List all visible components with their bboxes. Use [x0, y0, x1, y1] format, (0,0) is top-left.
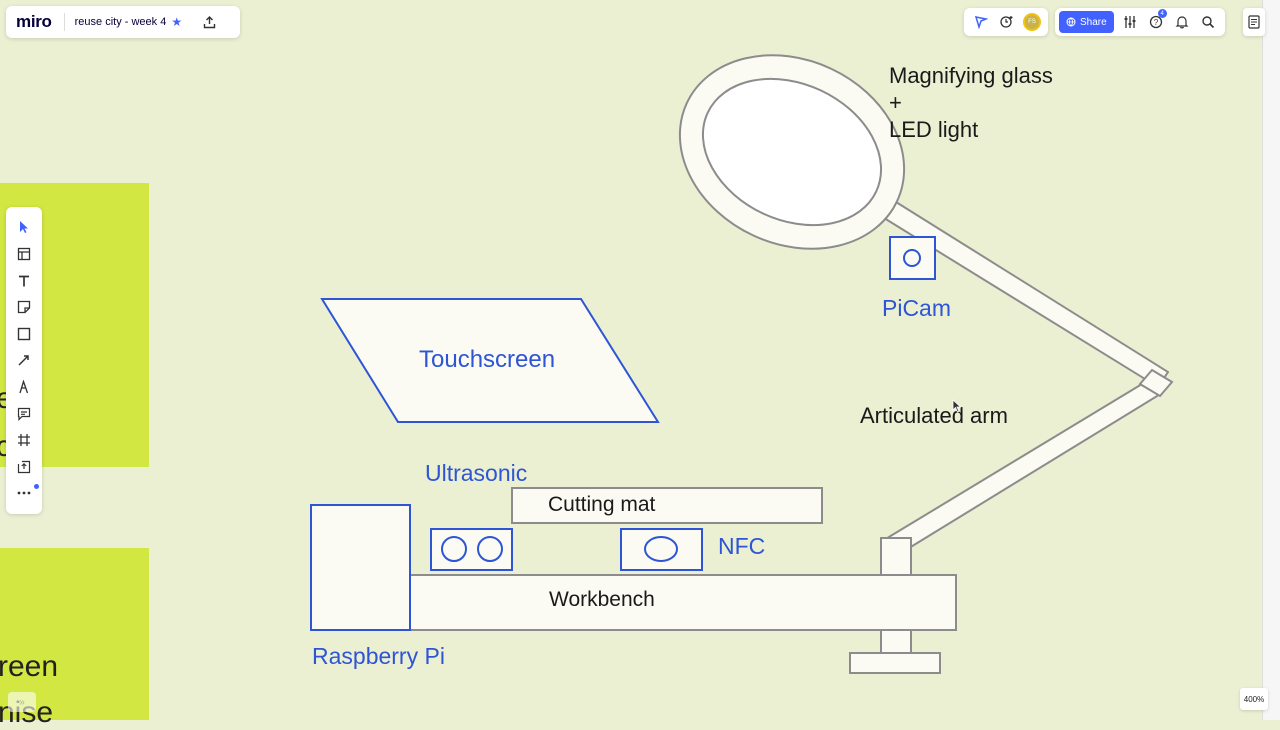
raspberry-pi-shape: [310, 504, 411, 631]
collaboration-toolbar: FS: [964, 8, 1048, 36]
board-title[interactable]: reuse city - week 4: [74, 16, 167, 28]
picam-label[interactable]: PiCam: [882, 295, 952, 321]
picam-shape: [889, 236, 936, 280]
cutting-mat-shape: [511, 487, 823, 524]
tool-connection-line[interactable]: [14, 350, 34, 370]
frame-icon: [18, 434, 30, 446]
articulated-arm-label[interactable]: Articulated arm: [860, 403, 1008, 428]
divider: [63, 13, 65, 31]
search-icon: [1201, 16, 1214, 29]
new-feature-dot: [34, 484, 39, 489]
magnifier-label-line2[interactable]: +: [889, 90, 902, 115]
zoom-level[interactable]: 400%: [1240, 688, 1268, 710]
tool-frame[interactable]: [14, 430, 34, 450]
main-toolbar-right: Share ? 4: [1055, 8, 1225, 36]
text-icon: [19, 275, 29, 287]
workbench-label[interactable]: Workbench: [549, 588, 655, 611]
sticky-note[interactable]: [0, 548, 149, 720]
magnifier-label-line3[interactable]: LED light: [889, 117, 979, 142]
cutting-mat-label[interactable]: Cutting mat: [548, 493, 656, 516]
nfc-shape: [620, 528, 703, 571]
sticky-note-icon: [17, 300, 31, 314]
help-button[interactable]: ? 4: [1146, 9, 1167, 32]
star-icon[interactable]: ★: [171, 15, 183, 29]
ultrasonic-label[interactable]: Ultrasonic: [425, 460, 528, 486]
magnifier-label-line1[interactable]: Magnifying glass: [889, 63, 1053, 88]
raspberry-pi-label[interactable]: Raspberry Pi: [312, 643, 445, 669]
picam-lens: [903, 249, 921, 267]
comment-icon: [17, 407, 31, 421]
vertical-scrollbar[interactable]: [1262, 0, 1280, 720]
tool-shape[interactable]: [14, 324, 34, 344]
tool-comment[interactable]: [14, 404, 34, 424]
help-icon: ?: [1149, 15, 1162, 29]
export-button[interactable]: [200, 13, 218, 31]
workbench-shape: [409, 574, 957, 631]
board-header: miro reuse city - week 4 ★: [6, 6, 240, 38]
touchscreen-shape: [320, 298, 660, 423]
timer-plus-icon: [1000, 16, 1013, 28]
share-button[interactable]: Share: [1059, 11, 1114, 33]
upload-icon: [17, 460, 31, 474]
upload-icon: [203, 15, 215, 28]
pen-icon: [19, 380, 29, 394]
help-badge: 4: [1157, 9, 1167, 18]
document-list-icon: [1248, 15, 1260, 29]
tool-select[interactable]: [14, 217, 34, 237]
templates-icon: [17, 247, 31, 261]
tool-sticky-note[interactable]: [14, 297, 34, 317]
creation-toolbar: [6, 207, 42, 514]
magnifying-glass-shape: [678, 54, 906, 250]
connection-line-icon: [18, 355, 29, 366]
share-label: Share: [1080, 16, 1107, 28]
tool-pen[interactable]: [14, 377, 34, 397]
mouse-cursor-icon: [952, 399, 962, 413]
nfc-label[interactable]: NFC: [718, 533, 766, 559]
search-button[interactable]: [1198, 12, 1218, 32]
globe-icon: [1066, 17, 1076, 27]
cursor-flag-icon: [974, 16, 988, 29]
settings-button[interactable]: [1120, 12, 1140, 32]
sliders-icon: [1124, 16, 1136, 28]
sticky-text-fragment: reen: [0, 650, 59, 683]
more-icon: [17, 491, 31, 495]
expand-panel-button[interactable]: »: [8, 692, 36, 712]
bell-icon: [1175, 16, 1189, 29]
notes-panel-button[interactable]: [1243, 8, 1265, 36]
touchscreen-label[interactable]: Touchscreen: [419, 346, 556, 373]
tool-upload[interactable]: [14, 457, 34, 477]
notifications-button[interactable]: [1172, 12, 1192, 32]
tool-text[interactable]: [14, 271, 34, 291]
reactions-button[interactable]: [971, 12, 991, 32]
tool-templates[interactable]: [14, 244, 34, 264]
svg-text:?: ?: [1153, 18, 1158, 27]
chevron-double-right-icon: »: [19, 696, 25, 708]
timer-button[interactable]: [997, 12, 1017, 32]
shape-icon: [17, 327, 31, 341]
tool-more[interactable]: [14, 483, 34, 503]
miro-logo[interactable]: miro: [16, 12, 52, 31]
diagram-drawing[interactable]: [0, 0, 1263, 720]
select-icon: [20, 221, 28, 233]
ultrasonic-shape: [430, 528, 513, 571]
avatar[interactable]: FS: [1023, 13, 1041, 31]
